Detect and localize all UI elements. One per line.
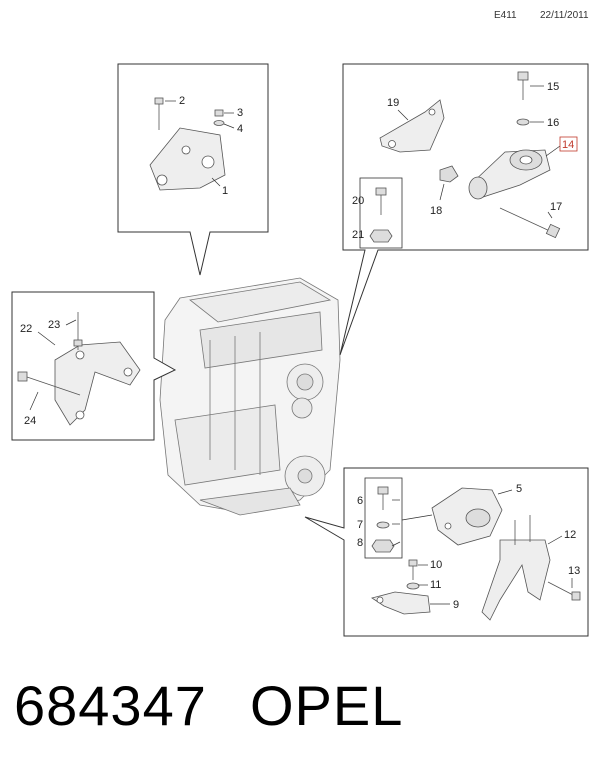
panel-torque-rod: 19 15 16 14 17 18 20 21: [339, 63, 589, 356]
callout-16: 16: [547, 117, 559, 129]
bolt-15: [517, 71, 529, 100]
bolt-24: [17, 371, 81, 396]
washer-11: [406, 582, 420, 590]
part-number: 684347: [14, 674, 207, 737]
callout-19: 19: [387, 97, 399, 109]
callout-23: 23: [48, 319, 60, 331]
bracket-9: [371, 591, 431, 615]
panel-upper-mount: 2 3 4 1: [117, 63, 269, 276]
callout-18: 18: [430, 205, 442, 217]
panel-transmission-mount: 6 7 8 5 12 13 10 11 9: [304, 467, 589, 637]
callout-22: 22: [20, 323, 32, 335]
nut-18: [439, 165, 459, 183]
nut-21: [369, 229, 393, 243]
bracket-19: [379, 99, 445, 153]
bolt-17: [499, 207, 561, 239]
callout-14: 14: [562, 139, 574, 151]
bolt-6: [377, 486, 389, 510]
bolt-10: [408, 559, 418, 580]
nut-3: [214, 109, 224, 117]
bracket-12: [481, 515, 551, 621]
stud-23: [73, 312, 83, 350]
callout-11: 11: [430, 579, 441, 591]
bolt-13: [547, 581, 581, 601]
callout-13: 13: [568, 565, 580, 577]
callout-8: 8: [357, 537, 363, 549]
callout-6: 6: [357, 495, 363, 507]
callout-2: 2: [179, 95, 185, 107]
callout-17: 17: [550, 201, 562, 213]
bolt-2: [154, 97, 164, 130]
nut-8: [371, 539, 395, 553]
callout-5: 5: [516, 483, 522, 495]
callout-10: 10: [430, 559, 442, 571]
callout-15: 15: [547, 81, 559, 93]
engine-mount-bracket-1: [149, 127, 226, 191]
washer-7: [376, 521, 390, 529]
diagram-code: E411: [494, 10, 517, 21]
callout-4: 4: [237, 123, 243, 135]
bolt-20: [375, 187, 387, 215]
callout-9: 9: [453, 599, 459, 611]
callout-3: 3: [237, 107, 243, 119]
washer-4: [213, 120, 225, 126]
panel-rear-bracket: 22 23 24: [11, 291, 177, 441]
bracket-22: [54, 341, 141, 426]
engine-block-illustration: [159, 277, 341, 516]
callout-14-highlight-box: [559, 136, 578, 152]
callout-24: 24: [24, 415, 36, 427]
callout-7: 7: [357, 519, 363, 531]
callout-20: 20: [352, 195, 364, 207]
callout-12: 12: [564, 529, 576, 541]
mount-5: [431, 487, 503, 546]
diagram-date: 22/11/2011: [540, 10, 589, 21]
brand-name: OPEL: [250, 674, 404, 737]
torque-rod-14: [468, 149, 551, 200]
washer-16: [516, 118, 530, 126]
callout-21: 21: [352, 229, 364, 241]
exploded-parts-diagram: 2 3 4 1: [11, 63, 589, 637]
callout-1: 1: [222, 185, 228, 197]
